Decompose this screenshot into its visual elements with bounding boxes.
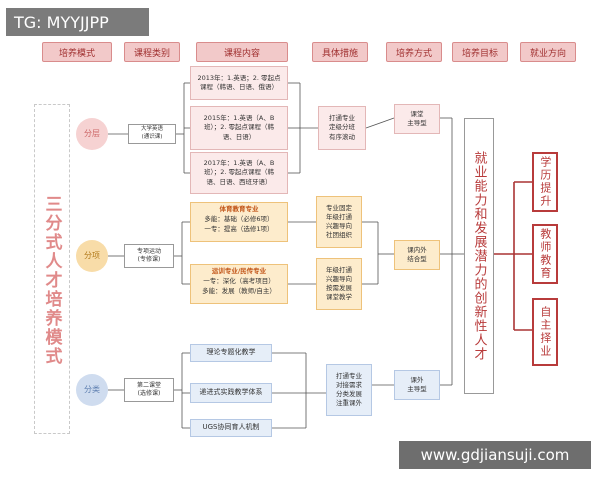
method-extracurricular: 课外 主导型 — [394, 370, 440, 400]
content-pe-major: 体育教育专业 多能：基础（必修6项） 一专：提高（选修1项） — [190, 202, 288, 242]
content-folk-major: 运训专业/民传专业 一专：深化（高考项目） 多能：发展（教师/自主） — [190, 264, 288, 304]
left-title: 三分式人才培养模式 — [41, 194, 62, 366]
content-ugs-mechanism: UGS协同育人机制 — [190, 419, 272, 437]
method-combined: 课内外 结合型 — [394, 240, 440, 270]
content-practice-system: 递进式实践教学体系 — [190, 383, 272, 403]
content-2017: 2017年：1.英语（A、B 班）；2. 零起点课程（韩 语、日语、西班牙语） — [190, 152, 288, 194]
content-2015: 2015年：1.英语（A、B 班）；2. 零起点课程（韩 语、日语） — [190, 106, 288, 150]
content-2013: 2013年：1.英语；2. 零起点 课程（韩语、日语、俄语） — [190, 66, 288, 100]
content-theory-teaching: 理论专题化教学 — [190, 344, 272, 362]
category-special-sport: 专项运动 (专修课) — [124, 244, 174, 268]
tier-itemized: 分项 — [76, 240, 108, 272]
watermark-top: TG: MYYJJPP — [6, 8, 149, 36]
folk-major-line1: 一专：深化（高考项目） — [203, 276, 275, 285]
header-course-category: 课程类别 — [124, 42, 180, 62]
left-title-panel — [34, 104, 70, 434]
category-second-classroom: 第二课堂 (选修课) — [124, 378, 174, 402]
pe-major-line1: 多能：基础（必修6项） — [204, 214, 274, 223]
category-college-english: 大学英语 (通识课) — [128, 124, 176, 144]
header-training-mode: 培养模式 — [42, 42, 112, 62]
header-measures: 具体措施 — [312, 42, 368, 62]
folk-major-title: 运训专业/民传专业 — [211, 267, 267, 275]
tier-classified: 分类 — [76, 374, 108, 406]
measure-tier1: 打通专业 定级分班 有序滚动 — [318, 106, 366, 150]
pe-major-line2: 一专：提高（选修1项） — [204, 224, 274, 233]
method-classroom: 课堂 主导型 — [394, 104, 440, 134]
career-self-employment: 自主择业 — [532, 298, 558, 366]
measure-tier2a: 专业固定 年级打通 兴趣导向 社团组织 — [316, 196, 362, 248]
tier-layered: 分层 — [76, 118, 108, 150]
header-course-content: 课程内容 — [196, 42, 288, 62]
pe-major-title: 体育教育专业 — [219, 205, 259, 213]
header-career: 就业方向 — [520, 42, 576, 62]
career-degree-upgrade: 学历提升 — [532, 152, 558, 212]
measure-tier3: 打通专业 对接需求 分类发展 注重课外 — [326, 364, 372, 416]
measure-tier2b: 年级打通 兴趣导向 按需发展 课堂教学 — [316, 258, 362, 310]
header-method: 培养方式 — [386, 42, 442, 62]
career-teacher-education: 教师教育 — [532, 224, 558, 284]
training-goal: 就业能力和发展潜力的创新性人才 — [464, 118, 494, 394]
watermark-bottom: www.gdjiansuji.com — [399, 441, 591, 469]
folk-major-line2: 多能：发展（教师/自主） — [202, 286, 276, 295]
header-goal: 培养目标 — [452, 42, 508, 62]
